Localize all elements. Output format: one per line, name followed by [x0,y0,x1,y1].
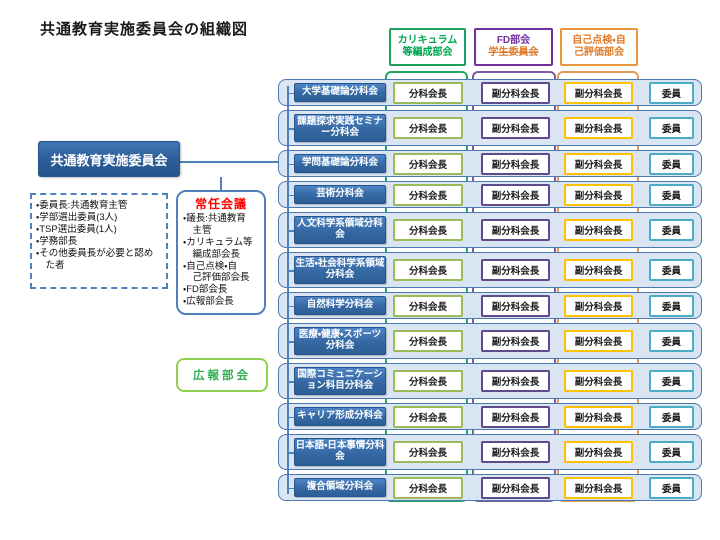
vice-chair-cell-self-evaluation: 副分科会長 [564,330,633,352]
vice-chair-cell-fd: 副分科会長 [481,219,550,241]
member-cell: 委員 [649,81,694,104]
header-curriculum-board: カリキュラム 等編成部会 [389,28,466,66]
subcommittee-row: 大学基礎論分科会 分科会長 副分科会長 副分科会長 委員 [278,79,702,106]
vice-chair-cell-self-evaluation: 副分科会長 [564,219,633,241]
subcommittee-label: 大学基礎論分科会 [294,83,386,102]
vice-chair-cell-self-evaluation: 副分科会長 [564,405,633,428]
vice-chair-cell-fd: 副分科会長 [481,183,550,206]
vice-chair-cell-self-evaluation: 副分科会長 [564,370,633,392]
member-cell: 委員 [649,183,694,206]
vice-chair-cell-self-evaluation: 副分科会長 [564,259,633,281]
subcommittee-row: 人文科学系領域分科会 分科会長 副分科会長 副分科会長 委員 [278,212,702,248]
vice-chair-cell-fd: 副分科会長 [481,117,550,139]
chair-cell: 分科会長 [393,117,463,139]
vice-chair-cell-fd: 副分科会長 [481,476,550,499]
vice-chair-cell-self-evaluation: 副分科会長 [564,152,633,175]
subcommittee-row: 生活・社会科学系領域分科会 分科会長 副分科会長 副分科会長 委員 [278,252,702,288]
chair-cell: 分科会長 [393,183,463,206]
chair-cell: 分科会長 [393,294,463,317]
vice-chair-cell-self-evaluation: 副分科会長 [564,294,633,317]
subcommittee-row: キャリア形成分科会 分科会長 副分科会長 副分科会長 委員 [278,403,702,430]
subcommittee-rows: 大学基礎論分科会 分科会長 副分科会長 副分科会長 委員 課題探求実践セミナー分… [278,79,702,501]
chair-cell: 分科会長 [393,330,463,352]
vice-chair-cell-self-evaluation: 副分科会長 [564,81,633,104]
subcommittee-label: 生活・社会科学系領域分科会 [294,256,386,284]
subcommittee-row: 医療・健康・スポーツ分科会 分科会長 副分科会長 副分科会長 委員 [278,323,702,359]
member-cell: 委員 [649,405,694,428]
header-fd-label: FD部会 [496,34,531,46]
header-student-committee-strikethrough: 学生委員会 [488,47,539,58]
committee-membership-note: ・委員長:共通教育主管 ・学部選出委員(3人) ・TSP選出委員(1人) ・学務… [30,193,168,289]
standing-council-box: 常任会議 ・議長:共通教育 主管 ・カリキュラム等 編成部会長 ・自己点検・自 … [176,190,266,315]
chair-cell: 分科会長 [393,476,463,499]
chair-cell: 分科会長 [393,441,463,463]
vice-chair-cell-self-evaluation: 副分科会長 [564,183,633,206]
header-self-evaluation-board: 自己点検・自 己評価部会 [560,28,638,66]
subcommittee-label: 学問基礎論分科会 [294,154,386,173]
subcommittee-label: 国際コミュニケーション科目分科会 [294,367,386,395]
member-cell: 委員 [649,441,694,463]
connector-to-standing-council [220,177,222,190]
chair-cell: 分科会長 [393,259,463,281]
member-cell: 委員 [649,330,694,352]
member-cell: 委員 [649,370,694,392]
vice-chair-cell-fd: 副分科会長 [481,330,550,352]
subcommittee-label: 課題探求実践セミナー分科会 [294,114,386,142]
subcommittee-label: 芸術分科会 [294,185,386,204]
subcommittee-label: キャリア形成分科会 [294,407,386,426]
member-cell: 委員 [649,152,694,175]
standing-council-title: 常任会議 [194,197,247,211]
subcommittee-row: 課題探求実践セミナー分科会 分科会長 副分科会長 副分科会長 委員 [278,110,702,146]
subcommittee-label: 複合領域分科会 [294,478,386,497]
subcommittee-row: 複合領域分科会 分科会長 副分科会長 副分科会長 委員 [278,474,702,501]
subcommittee-row: 学問基礎論分科会 分科会長 副分科会長 副分科会長 委員 [278,150,702,177]
chair-cell: 分科会長 [393,370,463,392]
vice-chair-cell-fd: 副分科会長 [481,405,550,428]
member-cell: 委員 [649,259,694,281]
chair-cell: 分科会長 [393,405,463,428]
main-committee-box: 共通教育実施委員会 [38,141,180,177]
vice-chair-cell-fd: 副分科会長 [481,259,550,281]
subcommittee-row: 芸術分科会 分科会長 副分科会長 副分科会長 委員 [278,181,702,208]
header-fd-board: FD部会 学生委員会 [474,28,553,66]
vice-chair-cell-fd: 副分科会長 [481,81,550,104]
vice-chair-cell-self-evaluation: 副分科会長 [564,476,633,499]
subcommittee-label: 人文科学系領域分科会 [294,216,386,244]
chair-cell: 分科会長 [393,81,463,104]
connector-trunk-line [287,86,289,494]
connector-committee-to-rows [180,161,288,163]
subcommittee-row: 日本語・日本事情分科会 分科会長 副分科会長 副分科会長 委員 [278,434,702,470]
chair-cell: 分科会長 [393,219,463,241]
subcommittee-label: 自然科学分科会 [294,296,386,315]
vice-chair-cell-self-evaluation: 副分科会長 [564,117,633,139]
member-cell: 委員 [649,476,694,499]
vice-chair-cell-fd: 副分科会長 [481,441,550,463]
vice-chair-cell-fd: 副分科会長 [481,294,550,317]
pr-board-box: 広報部会 [176,358,268,392]
page-title: 共通教育実施委員会の組織図 [40,21,249,38]
member-cell: 委員 [649,219,694,241]
vice-chair-cell-self-evaluation: 副分科会長 [564,441,633,463]
subcommittee-row: 国際コミュニケーション科目分科会 分科会長 副分科会長 副分科会長 委員 [278,363,702,399]
vice-chair-cell-fd: 副分科会長 [481,152,550,175]
vice-chair-cell-fd: 副分科会長 [481,370,550,392]
subcommittee-row: 自然科学分科会 分科会長 副分科会長 副分科会長 委員 [278,292,702,319]
standing-council-list: ・議長:共通教育 主管 ・カリキュラム等 編成部会長 ・自己点検・自 己評価部会… [183,213,253,308]
chair-cell: 分科会長 [393,152,463,175]
subcommittee-label: 医療・健康・スポーツ分科会 [294,327,386,355]
member-cell: 委員 [649,294,694,317]
subcommittee-label: 日本語・日本事情分科会 [294,438,386,466]
member-cell: 委員 [649,117,694,139]
